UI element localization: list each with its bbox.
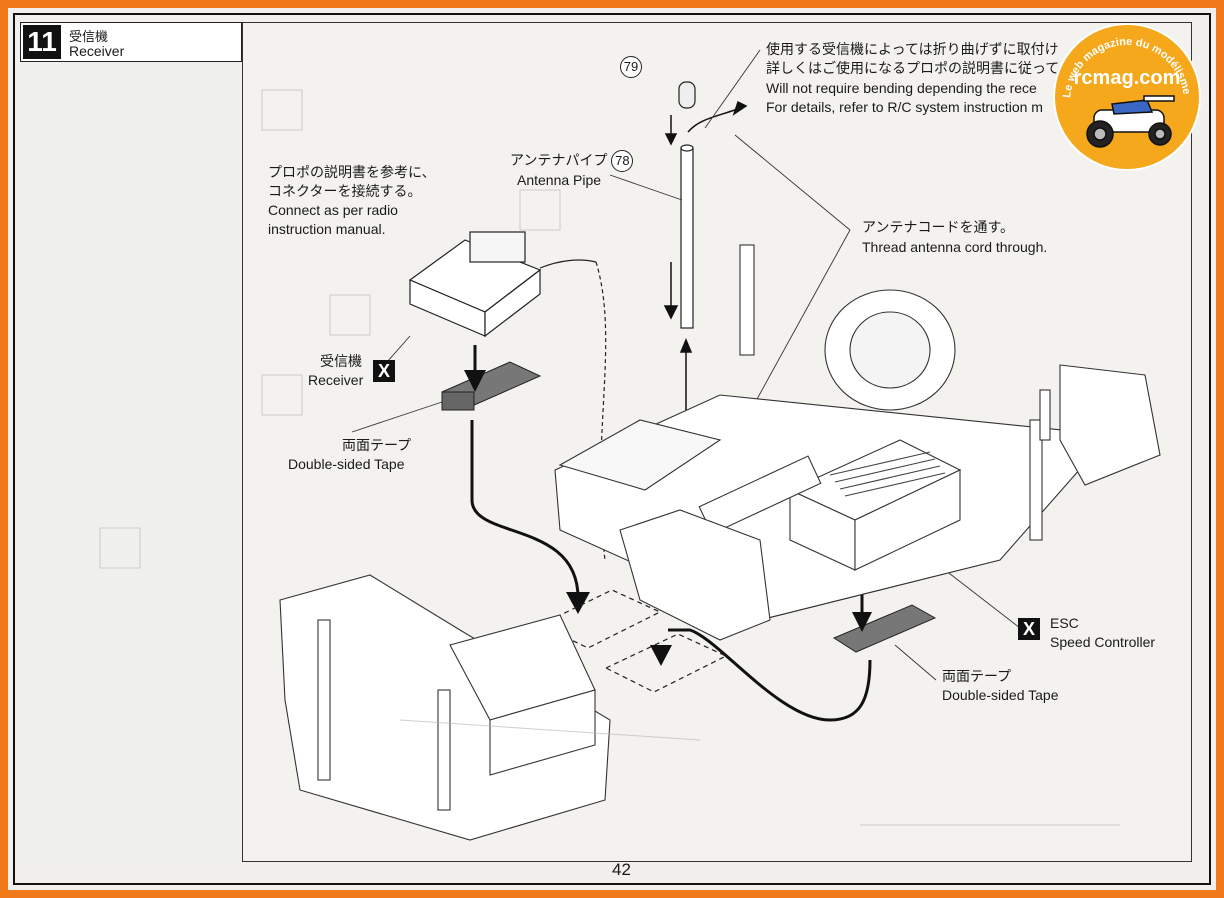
receiver-label-jp: 受信機 (320, 353, 362, 369)
esc-en: Speed Controller (1050, 634, 1156, 650)
chassis-drawing (279, 244, 1161, 841)
receiver-drawing (408, 231, 607, 561)
receiver-x-mark: X (373, 360, 395, 382)
antenna-pipe-jp: アンテナパイプ (510, 152, 608, 168)
step-title-en: Receiver (69, 43, 125, 59)
page-number: 42 (612, 860, 631, 879)
tape-right-jp: 両面テープ (942, 668, 1012, 684)
note-jp-2: 詳しくはご使用になるプロポの説明書に従って (766, 60, 1060, 76)
note-jp-1: 使用する受信機によっては折り曲げずに取付け (766, 41, 1059, 57)
antenna-pipe-en: Antenna Pipe (517, 172, 602, 188)
connect-jp-1: プロポの説明書を参考に、 (268, 164, 436, 180)
tape-pieces (441, 361, 937, 653)
thread-jp: アンテナコードを通す。 (862, 219, 1015, 235)
rcmag-logo: Le web magazine du modélisme rcmag.com (1053, 23, 1201, 171)
connect-en-1: Connect as per radio (268, 202, 398, 218)
antenna-pipe-label-jp: アンテナパイプ 78 (510, 150, 634, 172)
connect-jp-2: コネクターを接続する。 (268, 183, 422, 199)
tape-right-en: Double-sided Tape (942, 687, 1059, 703)
x-mark-icon: X (373, 360, 395, 382)
antenna-pipe-drawing (678, 81, 696, 329)
part-78-number: 78 (611, 150, 634, 172)
tape-left-en: Double-sided Tape (288, 456, 405, 472)
note-en-2: For details, refer to R/C system instruc… (766, 99, 1043, 115)
tape-left-jp: 両面テープ (342, 437, 412, 453)
esc-short: ESC (1050, 615, 1079, 631)
buggy-icon (1086, 95, 1175, 148)
note-en-1: Will not require bending depending the r… (766, 80, 1037, 96)
thread-en: Thread antenna cord through. (862, 239, 1048, 255)
receiver-label-en: Receiver (308, 372, 364, 388)
connect-en-2: instruction manual. (268, 221, 386, 237)
x-mark-icon: X (1018, 618, 1040, 640)
inner-border (13, 13, 1211, 885)
step-header: 11 受信機 Receiver (20, 22, 242, 62)
arrow-heads (464, 370, 872, 666)
step-number: 11 (23, 25, 61, 59)
leader-lines (351, 49, 1021, 681)
part-79-number: 79 (620, 56, 642, 78)
ghost-print (99, 89, 1120, 826)
logo-brand: rcmag.com (1074, 67, 1181, 89)
step-title-jp: 受信機 (69, 29, 109, 44)
esc-x-mark: X (1018, 618, 1040, 640)
part-79-callout: 79 (620, 56, 642, 78)
left-ghost-column (20, 64, 242, 862)
